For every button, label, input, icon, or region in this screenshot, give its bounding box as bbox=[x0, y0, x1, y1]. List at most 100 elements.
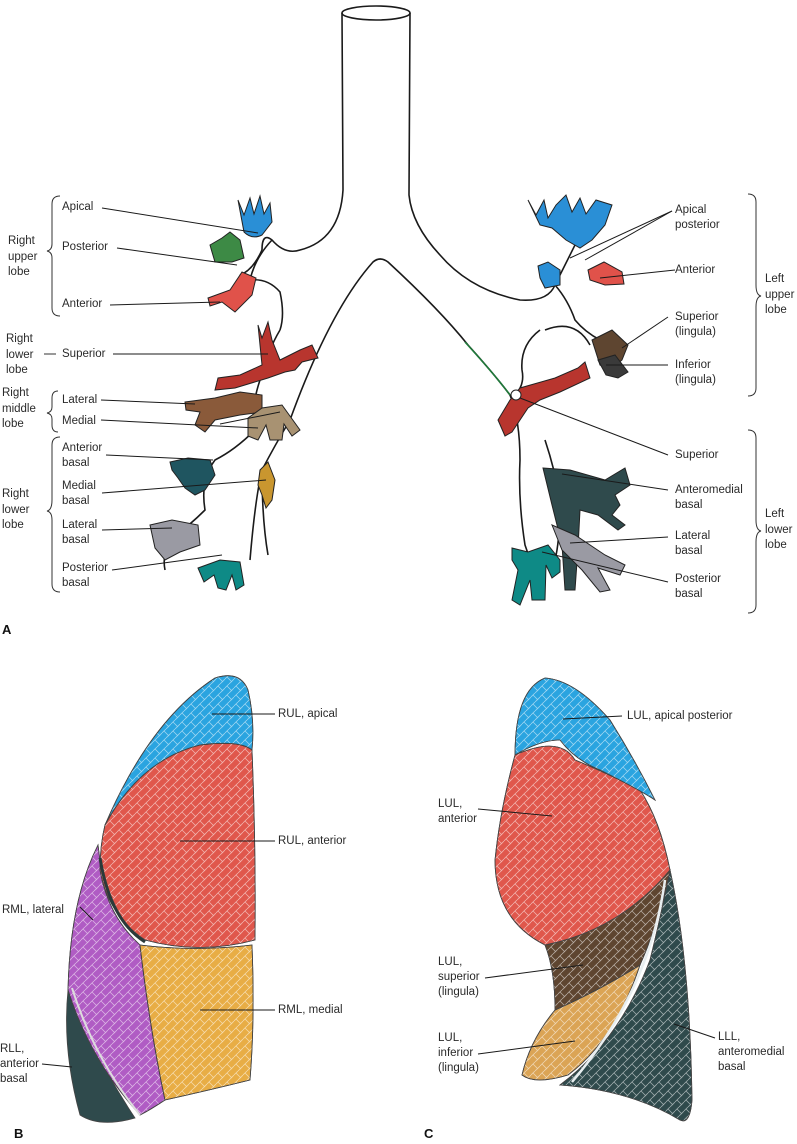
label-line: basal bbox=[675, 545, 703, 557]
group-line: Right bbox=[2, 488, 29, 500]
label-line: basal bbox=[62, 495, 90, 507]
label-left-superior-lingula: Superior (lingula) bbox=[675, 310, 718, 340]
label-rul-anterior: RUL, anterior bbox=[278, 835, 347, 847]
group-line: lower bbox=[6, 348, 34, 361]
label-line: basal bbox=[675, 588, 703, 600]
group-line: Left bbox=[765, 508, 785, 520]
label-lul-apical-posterior: LUL, apical posterior bbox=[627, 710, 733, 722]
label-left-apical-posterior: Apical posterior bbox=[675, 203, 720, 233]
label-line: LLL, bbox=[718, 1031, 741, 1043]
label-line: Inferior bbox=[675, 359, 711, 371]
label-lul-inferior-lingula: LUL, inferior (lingula) bbox=[438, 1031, 479, 1076]
label-right-posterior-basal: Posterior basal bbox=[62, 561, 108, 591]
label-rul-apical: RUL, apical bbox=[278, 708, 338, 720]
label-right-lateral: Lateral bbox=[62, 394, 98, 406]
label-line: anteromedial bbox=[718, 1046, 785, 1058]
label-line: inferior bbox=[438, 1047, 474, 1059]
right-apical-branch bbox=[237, 194, 273, 238]
right-anterior-branch bbox=[207, 271, 257, 313]
label-line: LUL, bbox=[438, 956, 463, 968]
label-right-posterior: Posterior bbox=[62, 241, 109, 253]
group-line: Right bbox=[2, 387, 29, 399]
left-posterior-basal-branch bbox=[511, 544, 561, 606]
group-line: lobe bbox=[2, 418, 24, 430]
label-line: basal bbox=[62, 534, 90, 546]
label-left-anteromedial-basal: Anteromedial basal bbox=[675, 483, 743, 513]
label-rml-lateral: RML, lateral bbox=[2, 904, 64, 916]
right-medial-basal-branch bbox=[257, 461, 276, 510]
label-line: anterior bbox=[0, 1058, 39, 1070]
left-inferior-lingula-branch bbox=[597, 354, 629, 379]
panel-b-leader-lines bbox=[41, 713, 275, 1068]
label-lll-anteromedial-basal: LLL, anteromedial basal bbox=[718, 1030, 784, 1075]
panel-c-leader-lines bbox=[477, 715, 716, 1055]
group-line: Left bbox=[765, 273, 785, 285]
label-line: (lingula) bbox=[675, 374, 716, 386]
group-line: Right bbox=[8, 235, 35, 247]
panel-label-a: A bbox=[2, 622, 12, 637]
label-line: Anterior bbox=[62, 442, 103, 454]
group-line: lobe bbox=[8, 266, 30, 278]
carina bbox=[289, 258, 511, 421]
left-lateral-basal-branch bbox=[551, 524, 626, 593]
label-line: Apical bbox=[675, 204, 707, 216]
label-left-anterior: Anterior bbox=[675, 264, 716, 276]
right-segmental-branches bbox=[149, 194, 319, 591]
panel-a-leader-lines bbox=[100, 207, 676, 583]
bronchial-tree bbox=[163, 5, 601, 571]
label-right-anterior-basal: Anterior basal bbox=[62, 441, 102, 471]
label-line: Posterior bbox=[675, 573, 722, 585]
group-line: lower bbox=[765, 523, 793, 536]
label-left-lateral-basal: Lateral basal bbox=[675, 529, 710, 559]
group-line: Right bbox=[6, 333, 33, 345]
label-rml-medial: RML, medial bbox=[278, 1004, 343, 1016]
label-right-medial-basal: Medial basal bbox=[62, 479, 96, 509]
left-superior-branch bbox=[497, 361, 591, 437]
group-right-lower-lobe-superior: Right lower lobe bbox=[6, 332, 33, 379]
group-line: lobe bbox=[2, 519, 24, 531]
group-right-lower-lobe: Right lower lobe bbox=[2, 487, 29, 534]
label-line: posterior bbox=[675, 219, 720, 231]
panel-label-b: B bbox=[14, 1126, 24, 1141]
group-right-upper-lobe: Right upper lobe bbox=[8, 234, 37, 281]
right-lateral-basal-branch bbox=[149, 519, 201, 561]
panel-label-c: C bbox=[424, 1126, 434, 1141]
label-line: Medial bbox=[62, 480, 96, 492]
group-line: middle bbox=[2, 402, 36, 415]
left-superior-origin-ring bbox=[510, 389, 522, 401]
panel-a-braces bbox=[44, 193, 762, 614]
label-line: basal bbox=[62, 577, 90, 589]
label-line: Lateral bbox=[675, 530, 711, 542]
label-line: basal bbox=[0, 1073, 28, 1085]
right-lung-view bbox=[66, 675, 256, 1123]
label-line: Posterior bbox=[62, 562, 109, 574]
label-line: (lingula) bbox=[675, 326, 716, 338]
label-line: Superior bbox=[675, 311, 719, 323]
left-anterior-branch bbox=[587, 261, 625, 286]
label-right-anterior: Anterior bbox=[62, 298, 103, 310]
group-line: lobe bbox=[6, 364, 28, 376]
right-posterior-branch bbox=[209, 231, 245, 263]
right-lateral-branch bbox=[184, 391, 263, 433]
label-left-inferior-lingula: Inferior (lingula) bbox=[675, 358, 716, 388]
right-superior-branch bbox=[214, 320, 319, 391]
label-line: RLL, bbox=[0, 1043, 25, 1055]
right-posterior-basal-branch bbox=[197, 559, 245, 591]
group-line: lobe bbox=[765, 539, 787, 551]
label-line: LUL, bbox=[438, 1032, 463, 1044]
left-apical-posterior-branch bbox=[527, 194, 613, 249]
trachea bbox=[261, 12, 556, 302]
label-line: LUL, bbox=[438, 798, 463, 810]
group-right-middle-lobe: Right middle lobe bbox=[2, 386, 36, 433]
label-lul-anterior: LUL, anterior bbox=[438, 797, 477, 827]
label-line: anterior bbox=[438, 813, 477, 825]
label-rll-anterior-basal: RLL, anterior basal bbox=[0, 1042, 39, 1087]
label-left-superior: Superior bbox=[675, 449, 719, 461]
label-line: (lingula) bbox=[438, 1062, 479, 1074]
group-left-lower-lobe: Left lower lobe bbox=[765, 507, 792, 554]
right-medial-branch bbox=[247, 404, 301, 441]
group-line: upper bbox=[8, 250, 38, 263]
left-segmental-branches bbox=[497, 194, 631, 606]
right-anterior-basal-branch bbox=[169, 457, 216, 496]
label-line: (lingula) bbox=[438, 986, 479, 998]
